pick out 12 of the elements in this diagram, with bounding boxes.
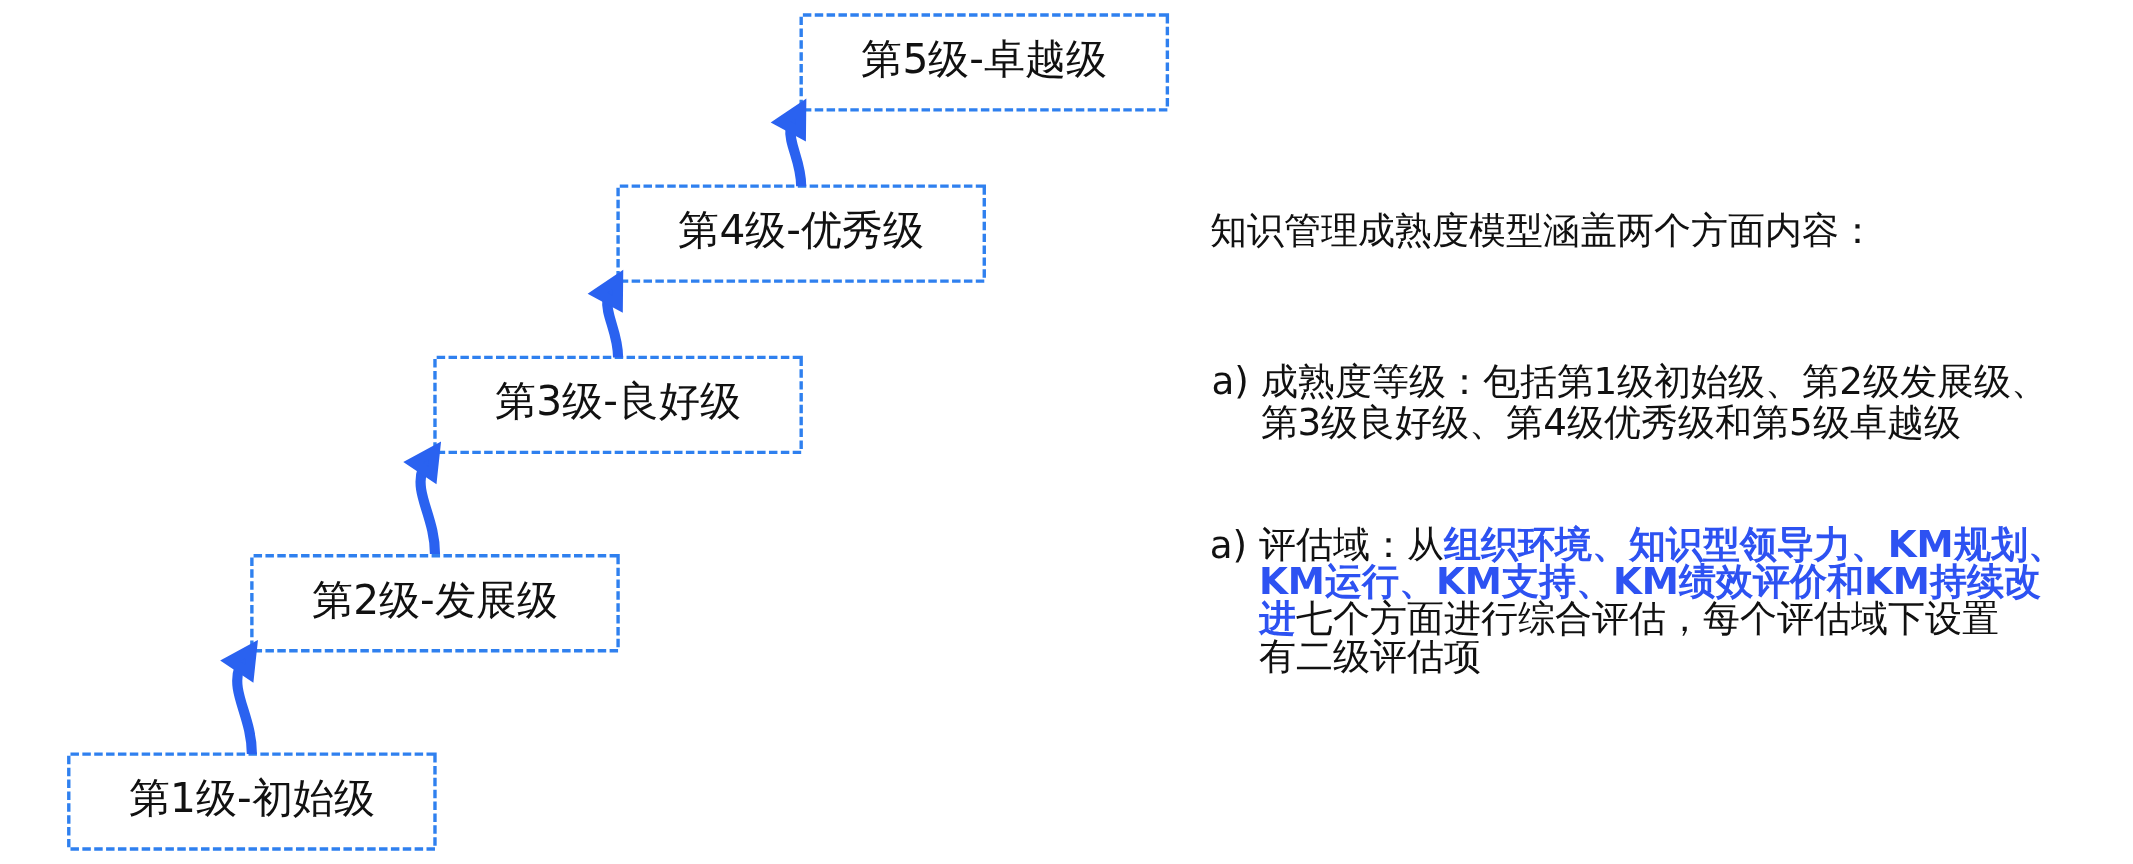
label: a) 评估域：从组织环境、知识型领导力、KM规划、KM运行、KM支持、KM绩效评价和KM持续改进七个方面进行综合评估，每个评估域下设置有二级评估项	[1209, 521, 2065, 678]
label: 知识管理成熟度模型涵盖两个方面内容：	[1209, 208, 1876, 253]
arrow	[770, 98, 807, 187]
node-box: 第3级-良好级	[433, 355, 803, 455]
node-box: 第2级-发展级	[250, 554, 620, 653]
node-box: 第4级-优秀级	[616, 184, 986, 283]
node-box: 第5级-卓越级	[799, 13, 1170, 112]
label: a) 成熟度等级：包括第1级初始级、第2级发展级、第3级良好级、第4级优秀级和第5级卓越级	[1211, 359, 2049, 444]
node-box: 第1级-初始级	[67, 752, 437, 851]
arrow	[220, 639, 258, 755]
arrow	[587, 269, 624, 358]
arrow	[403, 441, 442, 555]
